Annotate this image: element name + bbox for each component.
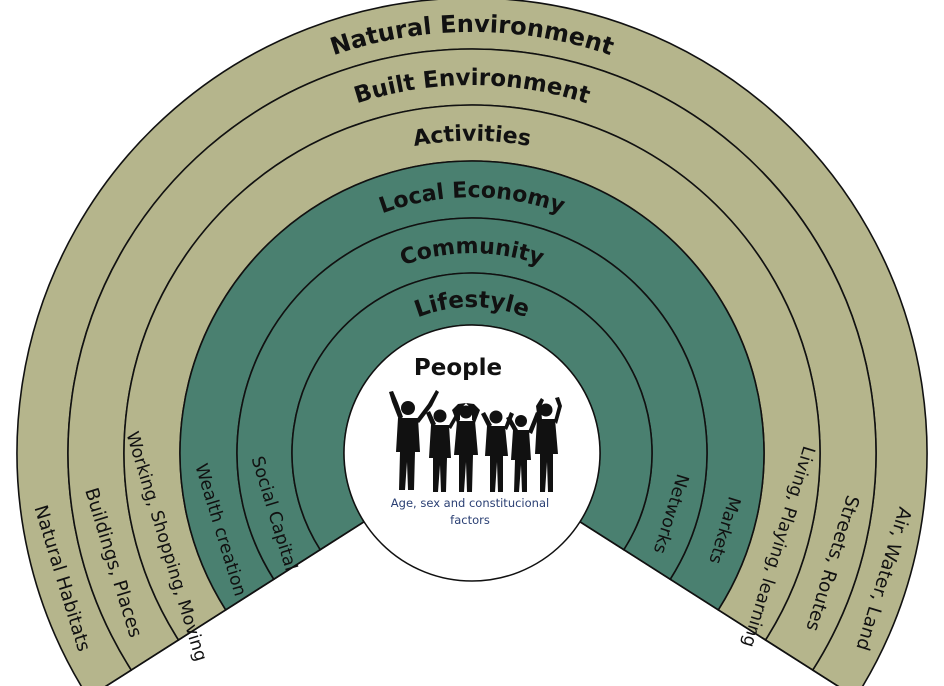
person-figure <box>389 390 439 490</box>
person-figure <box>535 397 562 492</box>
right-edge-line <box>579 521 840 686</box>
ring-boundaries <box>104 521 840 686</box>
people-caption-line1: Age, sex and constitucional <box>391 496 549 510</box>
rings-layer <box>16 0 928 686</box>
left-edge-line <box>104 521 365 686</box>
people-silhouettes-icon <box>389 390 562 492</box>
people-center: People <box>343 324 601 582</box>
people-caption-line2: factors <box>450 513 490 527</box>
person-figure <box>506 412 540 492</box>
people-title: People <box>414 355 502 381</box>
person-figure <box>452 403 480 492</box>
